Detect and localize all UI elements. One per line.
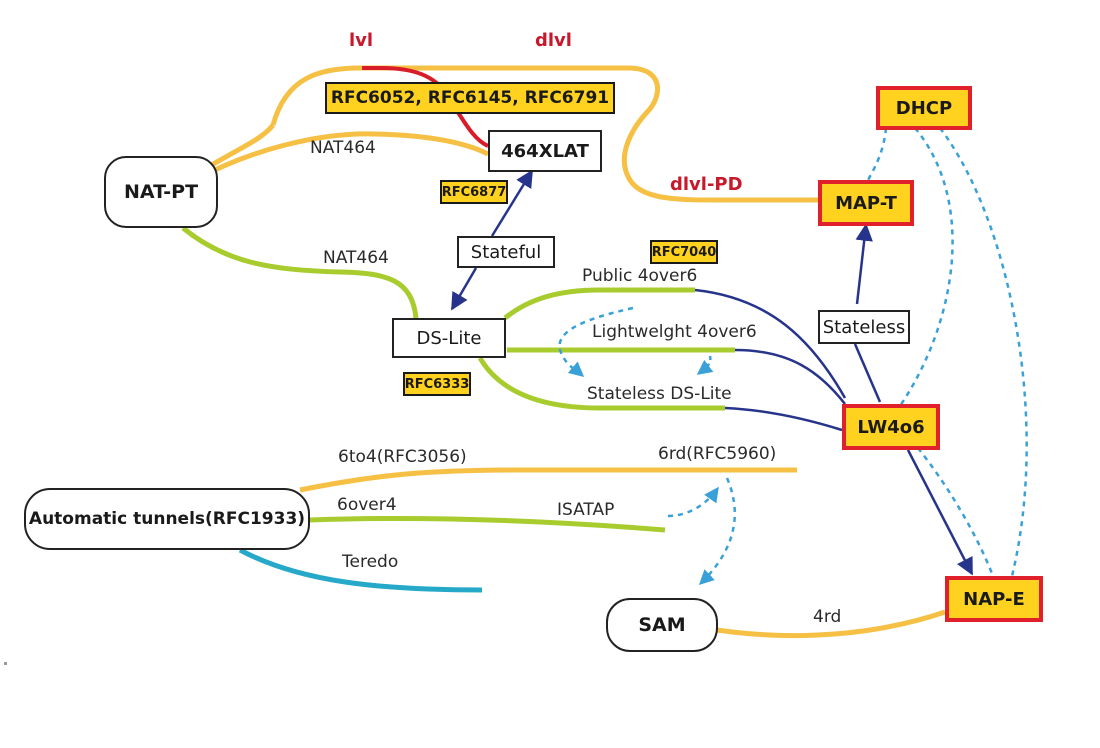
automatic-tunnels-node: Automatic tunnels(RFC1933) bbox=[24, 488, 310, 550]
arrow-to-map-t bbox=[855, 223, 873, 305]
line-public-4over6 bbox=[503, 287, 695, 320]
dashed-6rd-to-sam bbox=[698, 477, 736, 586]
arrow-to-nap-e bbox=[906, 449, 974, 576]
label-teredo: Teredo bbox=[342, 552, 399, 572]
line-stateless-ds-lite bbox=[477, 356, 725, 411]
line-public-to-lw4o6 bbox=[694, 288, 847, 399]
stateful-node: Stateful bbox=[457, 236, 555, 268]
sam-node: SAM bbox=[606, 598, 718, 652]
label-6over4: 6over4 bbox=[337, 495, 397, 515]
dashed-lightweight-to-stateless bbox=[696, 355, 714, 376]
dashed-dhcp-to-lw4o6 bbox=[898, 127, 954, 407]
label-lightweight-4over6: Lightwelght 4over6 bbox=[592, 322, 757, 342]
dhcp-node: DHCP bbox=[876, 86, 972, 130]
map-t-node: MAP-T bbox=[818, 180, 914, 226]
label-stateless-ds-lite: Stateless DS-Lite bbox=[587, 384, 732, 404]
label-isatap: ISATAP bbox=[557, 500, 615, 520]
dashed-dhcp-to-map-t bbox=[866, 127, 888, 181]
lw4o6-node: LW4o6 bbox=[842, 404, 940, 450]
arrow-to-464xlat bbox=[490, 169, 534, 237]
label-public-4over6: Public 4over6 bbox=[582, 266, 698, 286]
label-dlvl-pd: dlvl-PD bbox=[670, 174, 743, 195]
line-teredo bbox=[238, 547, 483, 593]
rfc-group-tag: RFC6052, RFC6145, RFC6791 bbox=[325, 82, 615, 114]
line-natpt-to-dslite bbox=[181, 226, 419, 319]
dashed-lw4o6-to-ds-lite bbox=[558, 306, 634, 377]
line-4rd bbox=[716, 609, 946, 639]
label-4rd: 4rd bbox=[813, 607, 842, 627]
line-lightweight-to-lw4o6 bbox=[734, 348, 846, 405]
label-nat464-top: NAT464 bbox=[310, 138, 376, 158]
line-top-loop bbox=[270, 65, 818, 203]
line-stateless-to-lw4o6 bbox=[853, 343, 882, 403]
label-dlvl: dlvl bbox=[535, 30, 572, 51]
dashed-dhcp-to-nap-e bbox=[939, 127, 1028, 577]
rfc7040-tag: RFC7040 bbox=[650, 240, 718, 264]
ds-lite-node: DS-Lite bbox=[392, 318, 506, 358]
line-6to4 bbox=[299, 467, 797, 493]
label-lvl: lvl bbox=[349, 30, 374, 51]
dashed-isatap-to-6rd bbox=[667, 486, 720, 518]
line-nat464-to-464xlat bbox=[193, 131, 490, 183]
nat-pt-node: NAT-PT bbox=[104, 156, 218, 228]
stateless-node: Stateless bbox=[818, 310, 910, 344]
label-6rd: 6rd(RFC5960) bbox=[658, 444, 777, 464]
nap-e-node: NAP-E bbox=[945, 576, 1043, 622]
rfc6333-tag: RFC6333 bbox=[403, 372, 471, 396]
line-6over4-isatap bbox=[309, 515, 666, 533]
464xlat-node: 464XLAT bbox=[488, 130, 602, 172]
label-nat464-mid: NAT464 bbox=[323, 248, 389, 268]
rfc6877-tag: RFC6877 bbox=[440, 180, 508, 204]
line-statelessds-to-lw4o6 bbox=[724, 406, 843, 432]
label-6to4: 6to4(RFC3056) bbox=[338, 447, 467, 467]
arrow-to-dslite bbox=[450, 267, 478, 311]
dashed-lw4o6-to-nap-e bbox=[917, 447, 995, 577]
stray-dot bbox=[4, 662, 7, 665]
